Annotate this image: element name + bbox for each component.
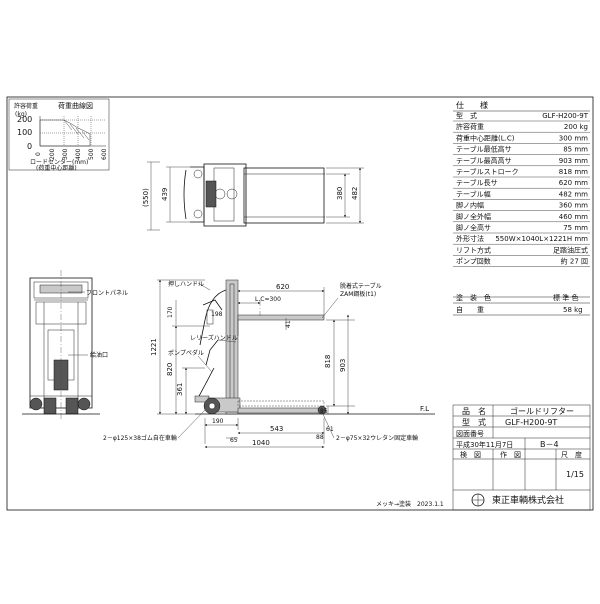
- table-note-label: 脱着式テーブル: [340, 282, 382, 290]
- load-chart-xlabel-2: (荷重中心距離): [36, 164, 77, 172]
- title-date: 平成30年11月7日: [456, 440, 513, 449]
- dim-361: 361: [176, 383, 184, 396]
- spec-header: 仕 様: [456, 100, 488, 110]
- top-dim-482: 482: [351, 187, 359, 200]
- front-wheel-label: 2－φ75×32ウレタン固定車輪: [336, 434, 418, 442]
- side-view: F.L L.C=300 41 620: [103, 279, 435, 449]
- title-scale-value: 1/15: [566, 470, 584, 479]
- spec-row-label: テーブル最低高サ: [456, 145, 512, 154]
- top-view: (550) 439 380 482: [142, 161, 364, 231]
- spec-paint-label: 塗 装 色: [456, 293, 491, 302]
- spec-row-value: 818 mm: [559, 168, 588, 176]
- spec-row-value: 75 mm: [563, 224, 588, 232]
- title-draw-label: 作 図: [500, 450, 521, 459]
- front-view: フロントパネル 給油口: [22, 270, 128, 420]
- title-scale-label: 尺 度: [561, 450, 582, 459]
- spec-row-label: 許容荷重: [456, 122, 484, 131]
- spec-row-value: 460 mm: [559, 213, 588, 221]
- rear-wheel-label: 2－φ125×38ゴム自在車輪: [103, 434, 177, 442]
- pump-pedal-label: ポンプペダル: [168, 349, 204, 357]
- spec-paint-value: 標 準 色: [553, 293, 578, 302]
- spec-weight-label: 自 重: [456, 305, 484, 314]
- dim-170: 170: [167, 306, 174, 318]
- load-chart-ytick-200: 200: [17, 115, 32, 124]
- title-sheet: B－4: [540, 440, 559, 449]
- spec-row-label: 脚ノ全外幅: [456, 212, 491, 221]
- spec-row-value: GLF-H200-9T: [542, 112, 588, 120]
- spec-row-label: 外形寸法: [456, 234, 484, 243]
- load-chart-xtick-200: 200: [49, 148, 56, 160]
- company-logo-icon: [471, 493, 485, 507]
- load-chart-xlabel-1: ロードセンター(mm): [30, 158, 88, 166]
- spec-row-value: 85 mm: [563, 146, 588, 154]
- title-block: 品 名 ゴールドリフター 型 式 GLF-H200-9T 図面番号 平成30年1…: [452, 404, 591, 511]
- spec-table: 仕 様 型 式 GLF-H200-9T 許容荷重 200 kg 荷重中心距離(L.C) 3…: [453, 100, 590, 316]
- dim-818: 818: [324, 355, 332, 368]
- title-model-label: 型 式: [462, 417, 486, 427]
- spec-row-label: テーブル長サ: [456, 178, 498, 187]
- load-chart-ytick-0: 0: [27, 142, 32, 151]
- spec-row-label: 脚ノ内幅: [456, 201, 484, 210]
- load-chart: 荷重曲線図 許容荷重 (kg) 200 100 0 0 200 300 400 …: [8, 98, 110, 172]
- drawing-border: [6, 96, 594, 511]
- front-panel-label: フロントパネル: [86, 290, 128, 297]
- title-name-label: 品 名: [462, 406, 486, 416]
- spec-row-label: 脚ノ全高サ: [456, 223, 491, 232]
- spec-row-value: 300 mm: [559, 134, 588, 142]
- lc-label: L.C=300: [255, 296, 281, 303]
- title-name-value: ゴールドリフター: [510, 406, 574, 416]
- load-chart-xtick-500: 500: [88, 148, 95, 160]
- title-check-label: 検 図: [460, 450, 481, 459]
- spec-row-value: 360 mm: [559, 202, 588, 210]
- load-chart-title: 荷重曲線図: [58, 101, 93, 110]
- spec-row-label: リフト方式: [456, 245, 491, 254]
- dim-543: 543: [270, 425, 283, 433]
- dim-41: 41: [285, 320, 292, 328]
- revision-note: メッキ→塗装 2023.1.1: [376, 500, 444, 508]
- spec-row-label: ポンプ回数: [456, 257, 491, 266]
- title-model-value: GLF-H200-9T: [505, 418, 557, 427]
- dim-903: 903: [339, 359, 347, 372]
- dim-620: 620: [276, 283, 289, 291]
- top-dim-439: 439: [161, 188, 169, 201]
- title-drawing-no-label: 図面番号: [456, 430, 484, 438]
- load-chart-ylabel-1: 許容荷重: [14, 102, 38, 110]
- dim-85: 85: [320, 408, 328, 415]
- dim-198: 198: [211, 311, 223, 318]
- spec-row-label: テーブルストローク: [456, 167, 519, 176]
- push-handle-label: 押しハンドル: [168, 280, 204, 288]
- spec-row-label: テーブル幅: [456, 189, 491, 198]
- spec-row-value: 620 mm: [559, 179, 588, 187]
- zam-label: ZAM鋼板(t1): [340, 290, 376, 298]
- load-chart-xtick-0: 0: [35, 152, 42, 156]
- spec-row-value: 550W×1040L×1221H mm: [495, 235, 588, 243]
- spec-row-label: テーブル最高高サ: [456, 156, 512, 165]
- load-chart-ytick-100: 100: [17, 128, 32, 137]
- release-handle-label: レリーズハンドル: [190, 334, 238, 342]
- title-company: 東正車輌株式会社: [492, 494, 564, 506]
- spec-row-value: 200 kg: [564, 123, 588, 131]
- load-chart-xtick-400: 400: [75, 148, 82, 160]
- load-chart-ylabel-2: (kg): [15, 111, 27, 118]
- load-chart-xtick-600: 600: [101, 148, 108, 160]
- dim-820: 820: [166, 363, 174, 376]
- spec-row-label: 荷重中心距離(L.C): [456, 133, 515, 142]
- spec-row-label: 型 式: [456, 111, 477, 120]
- floor-line-label: F.L: [420, 405, 429, 413]
- dim-65: 65: [230, 437, 238, 444]
- spec-row-value: 903 mm: [559, 157, 588, 165]
- top-dim-380: 380: [336, 187, 344, 200]
- load-chart-xtick-300: 300: [62, 148, 69, 160]
- dim-190: 190: [212, 418, 224, 425]
- spec-row-value: 482 mm: [559, 190, 588, 198]
- dim-88: 88: [316, 434, 324, 441]
- spec-weight-value: 58 kg: [563, 306, 583, 314]
- top-dim-550: (550): [142, 188, 150, 207]
- dim-1040: 1040: [252, 439, 270, 447]
- spec-row-value: 約 27 回: [561, 257, 588, 266]
- dim-1221: 1221: [150, 338, 158, 356]
- oil-port-label: 給油口: [90, 351, 108, 359]
- spec-row-value: 足踏油圧式: [553, 245, 588, 254]
